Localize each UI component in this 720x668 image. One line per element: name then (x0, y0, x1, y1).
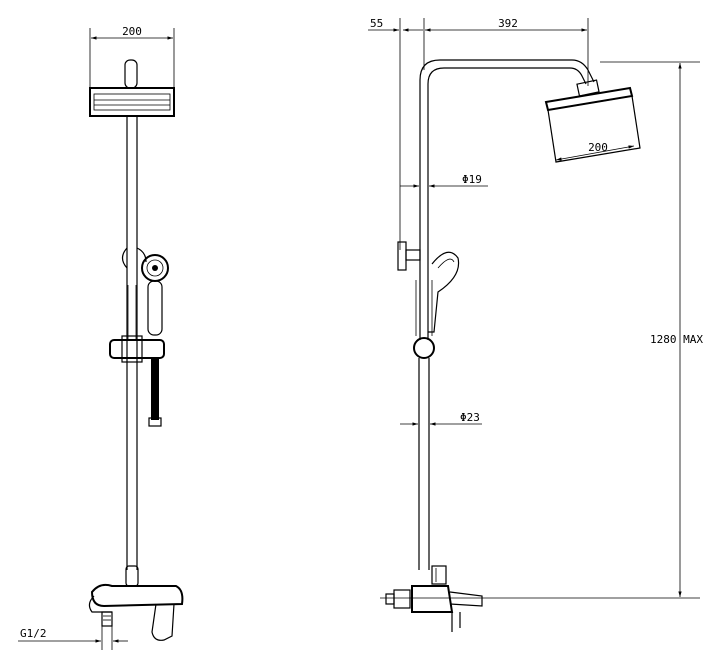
front-main-pipe (126, 116, 138, 570)
side-lower-pipe (418, 358, 430, 570)
side-view: 55 392 200 Φ19 (368, 17, 703, 632)
side-offset-label: 55 (370, 17, 383, 30)
side-lower-diameter-label: Φ23 (460, 411, 480, 424)
side-reach-label: 392 (498, 17, 518, 30)
front-view: 200 (18, 25, 184, 650)
side-upper-pipe (419, 59, 595, 340)
front-slider-bracket (109, 335, 165, 363)
front-head-width-dimension: 200 (89, 25, 175, 92)
side-shower-head: 200 (544, 79, 641, 163)
front-thread-label: G1/2 (20, 627, 47, 640)
front-mixer (88, 565, 184, 641)
side-top-dimensions: 55 392 (368, 17, 589, 250)
side-lower-diameter-dimension: Φ23 (400, 411, 482, 426)
front-head-width-label: 200 (122, 25, 142, 38)
side-height-label: 1280 MAX (650, 333, 703, 346)
front-thread-dimension: G1/2 (18, 626, 128, 650)
front-hose (148, 358, 162, 427)
side-mixer (380, 565, 700, 632)
side-hand-shower (397, 241, 460, 359)
front-hand-shower (121, 247, 169, 340)
side-head-width-label: 200 (588, 141, 608, 154)
side-upper-diameter-label: Φ19 (462, 173, 482, 186)
side-height-dimension: 1280 MAX (600, 61, 703, 597)
side-upper-diameter-dimension: Φ19 (400, 173, 488, 188)
front-shower-head (89, 59, 175, 117)
